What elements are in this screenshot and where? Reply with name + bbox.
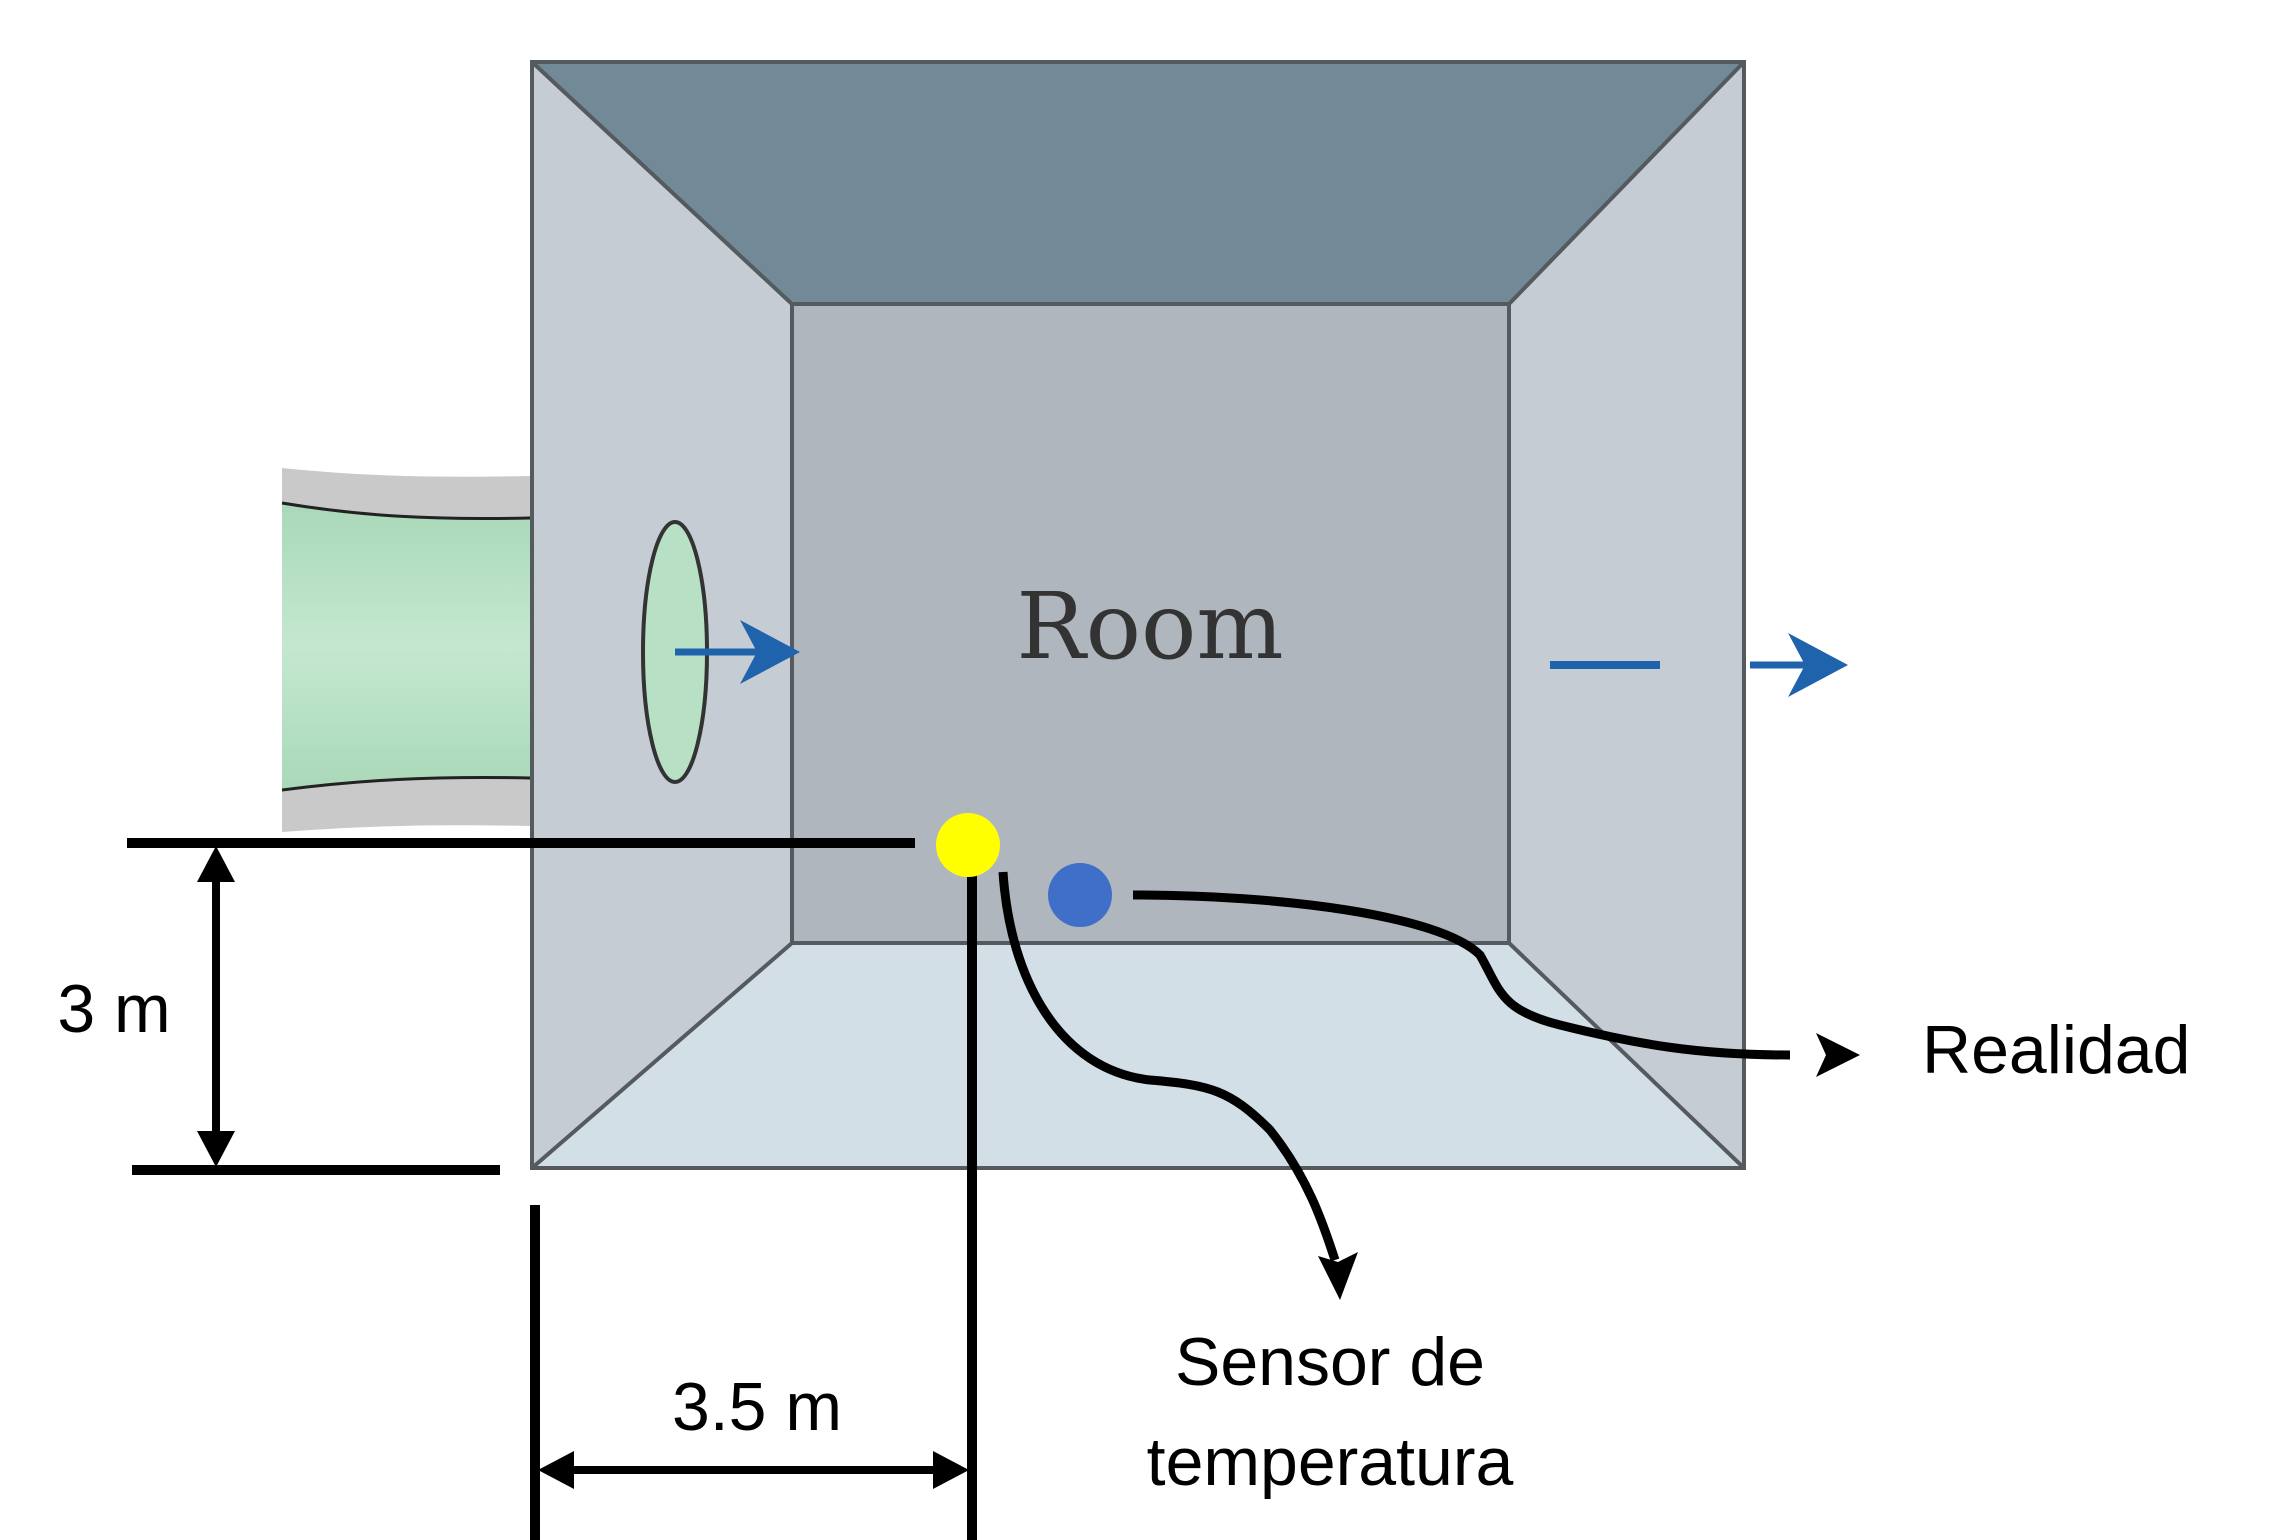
horizontal-dimension-label: 3.5 m [672, 1369, 842, 1445]
room: Room [530, 60, 1746, 1170]
outlet-airflow-arrow [1750, 633, 1848, 697]
sensor-label-line1: Sensor de [1175, 1324, 1485, 1400]
sensor-marker [936, 813, 1000, 877]
horizontal-dimension: 3.5 m [530, 870, 977, 1540]
reality-marker [1048, 863, 1112, 927]
vertical-dimension-label: 3 m [57, 971, 170, 1047]
reality-label: Realidad [1922, 1012, 2190, 1088]
room-right-wall [1509, 62, 1744, 1168]
sensor-callout: Sensor de temperatura [998, 871, 1514, 1500]
room-floor [532, 943, 1744, 1168]
room-ceiling [532, 62, 1744, 304]
room-label: Room [1016, 573, 1283, 680]
duct-inner [282, 503, 530, 790]
inlet-airflow-arrow [675, 620, 800, 684]
room-back-wall [792, 304, 1509, 943]
inlet-duct [281, 468, 531, 832]
reality-callout: Realidad [1132, 890, 2190, 1088]
sensor-label-line2: temperatura [1147, 1424, 1514, 1500]
vertical-dimension: 3 m [57, 838, 915, 1175]
